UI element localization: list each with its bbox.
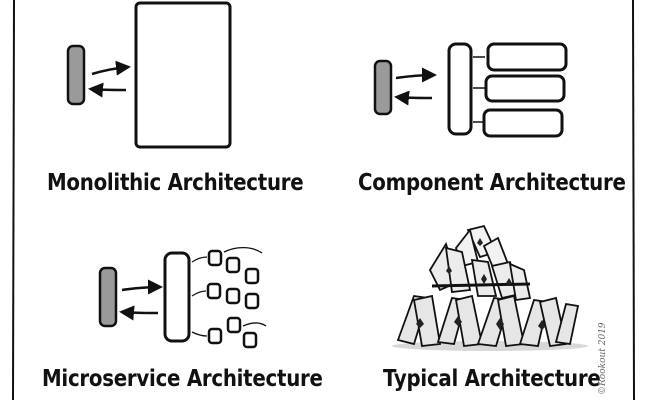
card-shelf — [431, 282, 531, 288]
response-arrow-icon — [88, 82, 127, 98]
component-hub — [447, 42, 473, 136]
frame-left-border — [12, 0, 15, 400]
microservice-links — [191, 246, 267, 337]
typical-caption: Typical Architecture — [383, 366, 601, 392]
microservice-cluster — [206, 249, 260, 349]
microservice-node — [225, 287, 241, 305]
spade-icon — [446, 266, 452, 274]
monolithic-caption: Monolithic Architecture — [47, 170, 304, 196]
client-device-icon — [373, 59, 393, 116]
spade-icon — [477, 238, 483, 246]
diamond-icon — [496, 318, 504, 330]
component-diagram — [373, 42, 568, 138]
playing-card-icon — [444, 246, 472, 293]
microservice-node — [206, 282, 222, 300]
response-arrow-icon — [394, 90, 433, 106]
request-arrow-icon — [395, 67, 437, 83]
client-device-icon — [98, 266, 118, 328]
request-arrow-icon — [121, 279, 163, 295]
spade-icon — [416, 318, 424, 328]
connector-line — [223, 246, 263, 254]
component-block — [484, 74, 566, 103]
playing-card-icon — [508, 262, 532, 302]
playing-card-icon — [412, 294, 442, 347]
component-block — [482, 108, 564, 138]
playing-card-icon — [554, 302, 580, 346]
connector-line — [191, 331, 208, 337]
microservice-node — [207, 249, 223, 267]
artist-signature: ©Rookout 2019 — [598, 322, 608, 395]
card-pips — [416, 238, 546, 330]
microservice-node — [225, 256, 241, 274]
connector-line — [191, 290, 207, 297]
microservice-caption: Microservice Architecture — [42, 366, 323, 392]
component-caption: Component Architecture — [358, 170, 626, 196]
connector-line — [191, 256, 208, 263]
spade-icon — [454, 316, 462, 326]
microservice-diagram — [98, 246, 267, 349]
microservice-node — [226, 316, 242, 334]
frame-right-border — [632, 0, 635, 400]
response-arrow-icon — [119, 305, 159, 321]
spade-icon — [538, 320, 546, 330]
card-tier-bottom — [396, 294, 580, 347]
connector-line — [242, 322, 267, 327]
microservice-node — [244, 292, 260, 310]
microservice-node — [207, 327, 223, 345]
microservice-gateway — [163, 251, 191, 343]
house-of-cards — [392, 224, 588, 351]
spade-icon — [506, 278, 512, 286]
monolithic-diagram — [66, 1, 232, 149]
component-block — [486, 42, 568, 72]
request-arrow-icon — [91, 60, 131, 76]
client-device-icon — [66, 44, 86, 106]
microservice-node — [242, 331, 258, 349]
microservice-node — [244, 267, 260, 285]
diamond-icon — [481, 274, 487, 284]
monolith-block — [134, 1, 232, 149]
